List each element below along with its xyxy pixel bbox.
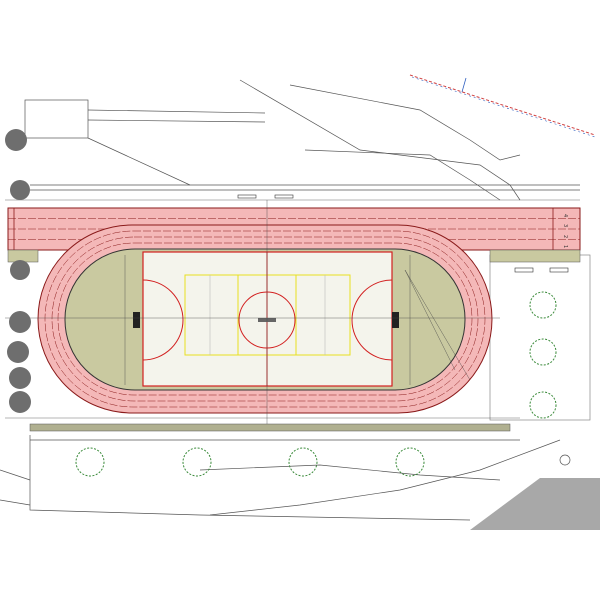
gravel-strip [29, 423, 511, 432]
benches [237, 194, 569, 273]
green-strip-right [489, 249, 581, 263]
paved-area [470, 478, 600, 530]
lane-number: 2 [562, 235, 568, 238]
lane-number: 3 [562, 224, 568, 227]
goal-right [392, 312, 399, 328]
building-outline [24, 99, 89, 139]
lane-number: 1 [562, 245, 568, 248]
dimension-lines [5, 199, 580, 430]
trees [75, 291, 557, 477]
sports-court [133, 251, 399, 387]
property-boundary [409, 74, 596, 138]
shrubs-left [5, 129, 31, 413]
goal-left [133, 312, 140, 328]
lane-number: 4 [562, 214, 568, 217]
green-strip-left [7, 249, 39, 263]
